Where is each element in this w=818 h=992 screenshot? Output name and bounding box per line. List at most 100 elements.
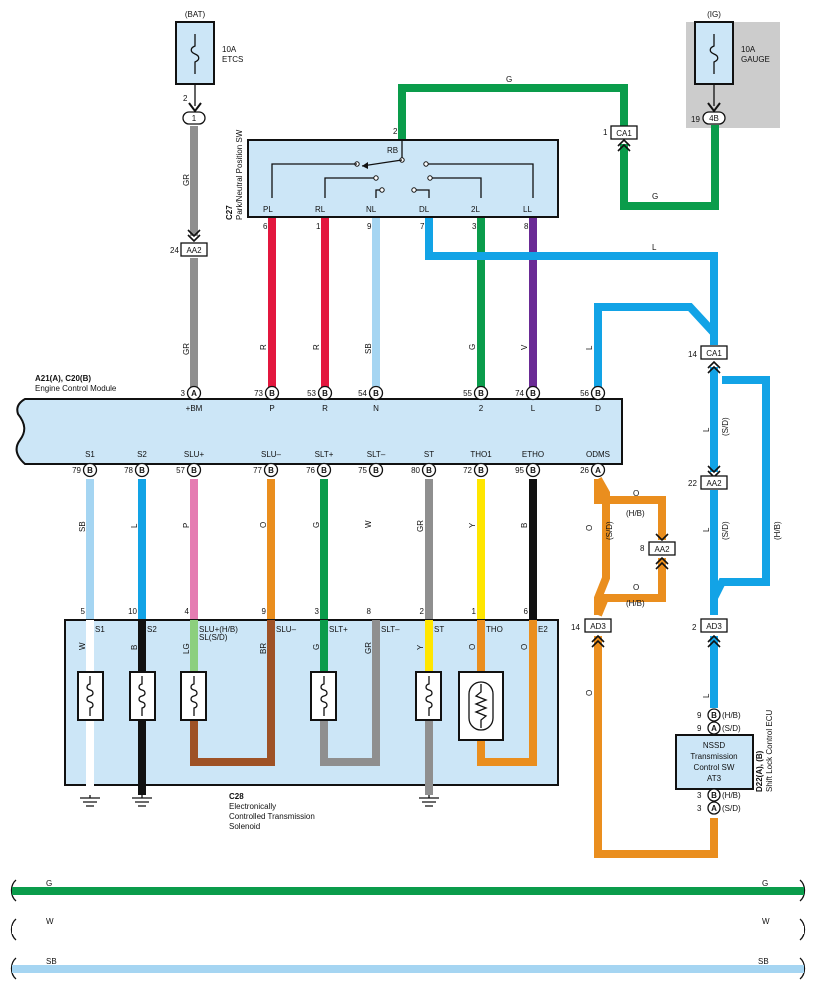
wire-green-top	[398, 84, 628, 140]
svg-text:R: R	[322, 404, 328, 413]
aa2-mid-chevron-icon	[655, 556, 669, 570]
ig-fuse-name: GAUGE	[741, 55, 770, 64]
svg-text:GR: GR	[364, 642, 373, 654]
label-w-slt: W	[364, 520, 373, 528]
svg-text:3: 3	[472, 222, 477, 231]
ig-arrow-icon	[707, 102, 721, 113]
svg-text:+BM: +BM	[186, 404, 203, 413]
svg-text:O: O	[520, 644, 529, 650]
solenoid-terminal-sub: SL(S/D)	[199, 633, 228, 642]
ig-fuse-rating: 10A	[741, 45, 756, 54]
svg-text:9: 9	[697, 711, 702, 720]
coil-slt-icon	[310, 671, 337, 721]
ca1-right-pin: 14	[688, 350, 697, 359]
svg-text:74: 74	[515, 389, 524, 398]
ecu-line4: AT3	[707, 774, 722, 783]
label-ig-g: G	[652, 192, 658, 201]
svg-text:B: B	[130, 645, 139, 650]
bus-green-label-right: G	[762, 879, 768, 888]
svg-text:5: 5	[81, 607, 86, 616]
svg-text:SLU+(H/B): SLU+(H/B)	[199, 625, 238, 634]
bat-fuse-name: ETCS	[222, 55, 243, 64]
svg-text:76: 76	[306, 466, 315, 475]
ad3-left-pin: 14	[571, 623, 580, 632]
label-v: V	[520, 344, 529, 350]
ad3-left-connector	[584, 618, 612, 633]
ig-fuse-box	[694, 21, 734, 85]
solenoid-coils	[77, 671, 504, 741]
aa2-left-chevron-icon	[187, 229, 201, 243]
label-o-sd: O	[585, 525, 594, 531]
ecm-box	[15, 398, 623, 465]
label-p-slu: P	[182, 523, 191, 528]
svg-text:10: 10	[128, 607, 137, 616]
bus-skyblue: SB SB	[10, 957, 806, 980]
svg-text:THO1: THO1	[470, 450, 492, 459]
label-b-etho: B	[520, 523, 529, 528]
svg-text:B: B	[530, 466, 536, 475]
solenoid-name-1: Electronically	[229, 802, 276, 811]
svg-text:2L: 2L	[471, 205, 480, 214]
svg-text:6: 6	[524, 607, 529, 616]
switch-rb-pin: 2	[393, 127, 398, 136]
svg-text:LG: LG	[182, 643, 191, 654]
coil-st-icon	[415, 671, 442, 721]
switch-pins: 6 1 9 7 3 8	[263, 222, 529, 231]
svg-text:53: 53	[307, 389, 316, 398]
label-o-slu: O	[259, 522, 268, 528]
svg-text:26: 26	[580, 466, 589, 475]
label-sb: SB	[364, 343, 373, 354]
solenoid-name-2: Controlled Transmission	[229, 812, 315, 821]
svg-text:A: A	[595, 466, 601, 475]
ca1-right-chevron-icon	[707, 360, 721, 374]
label-l-low: L	[702, 693, 711, 698]
label-top-g: G	[506, 75, 512, 84]
solenoid-name-3: Solenoid	[229, 822, 260, 831]
label-hb-v: (H/B)	[773, 521, 782, 540]
solenoid-pin-0: 5S1	[81, 607, 106, 634]
label-hb-top: (H/B)	[626, 509, 645, 518]
ig-label: (IG)	[707, 10, 721, 19]
svg-text:2: 2	[420, 607, 425, 616]
ecu-line1: NSSD	[703, 741, 725, 750]
label-sb-s1: SB	[78, 521, 87, 532]
svg-text:80: 80	[411, 466, 420, 475]
svg-text:6: 6	[263, 222, 268, 231]
coil-s2-icon	[129, 671, 156, 721]
ecm-top-pin-bm: A3+BM	[181, 385, 203, 413]
svg-text:1: 1	[472, 607, 477, 616]
svg-text:G: G	[312, 644, 321, 650]
ecu-top-pins: 9 B (H/B) 9 A (S/D)	[697, 708, 741, 735]
svg-text:ST: ST	[424, 450, 434, 459]
svg-text:SLU+: SLU+	[184, 450, 205, 459]
svg-text:77: 77	[253, 466, 262, 475]
label-r2: R	[312, 344, 321, 350]
svg-text:D: D	[595, 404, 601, 413]
svg-text:E2: E2	[538, 625, 548, 634]
svg-text:7: 7	[420, 222, 425, 231]
svg-text:A: A	[191, 389, 197, 398]
solenoid-code: C28	[229, 792, 244, 801]
svg-text:P: P	[269, 404, 274, 413]
label-l-top: L	[652, 243, 657, 252]
label-sd-left: (S/D)	[605, 521, 614, 540]
svg-text:ODMS: ODMS	[586, 450, 610, 459]
bat-label: (BAT)	[185, 10, 206, 19]
aa2-right-pin: 22	[688, 479, 697, 488]
bat-fuse-box	[175, 21, 215, 85]
svg-text:SLT+: SLT+	[315, 450, 334, 459]
svg-text:B: B	[269, 389, 275, 398]
svg-text:8: 8	[367, 607, 372, 616]
aa2-left-label: AA2	[186, 246, 202, 255]
solenoid-pins: 5S110S24SLU+(H/B)9SLU–3SLT+8SLT–2ST1THO6…	[81, 607, 549, 634]
svg-text:L: L	[531, 404, 536, 413]
svg-text:LL: LL	[523, 205, 532, 214]
aa2-right-label: AA2	[706, 479, 722, 488]
svg-text:A: A	[711, 804, 717, 813]
switch-rb-label: RB	[387, 146, 398, 155]
svg-text:B: B	[711, 711, 717, 720]
